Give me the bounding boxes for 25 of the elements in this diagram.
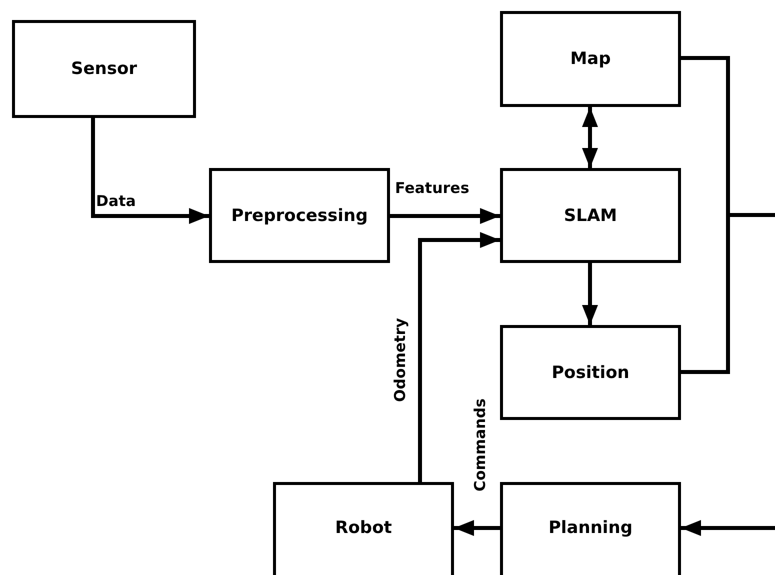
box-label: Robot xyxy=(335,518,392,538)
edge-label: Commands xyxy=(472,397,488,493)
edge-label: Odometry xyxy=(392,317,408,403)
arrow xyxy=(418,232,500,482)
arrow xyxy=(681,520,775,536)
arrow xyxy=(91,118,209,224)
arrow xyxy=(454,520,500,536)
process-box xyxy=(209,168,390,263)
box-label: Sensor xyxy=(70,59,138,79)
process-box xyxy=(500,325,681,420)
edge-label: Features xyxy=(394,180,470,196)
box-label: Position xyxy=(552,362,630,382)
arrow xyxy=(582,263,598,325)
process-box xyxy=(12,20,196,118)
process-box xyxy=(273,482,454,575)
box-label: Preprocessing xyxy=(231,206,368,226)
arrow xyxy=(390,208,500,224)
edge-label: Data xyxy=(95,193,137,210)
process-box xyxy=(500,168,681,263)
arrow xyxy=(582,107,598,168)
process-box xyxy=(500,11,681,107)
box-label: Planning xyxy=(548,518,633,538)
box-label: Map xyxy=(570,49,611,69)
process-box xyxy=(500,482,681,575)
box-label: SLAM xyxy=(564,206,618,226)
